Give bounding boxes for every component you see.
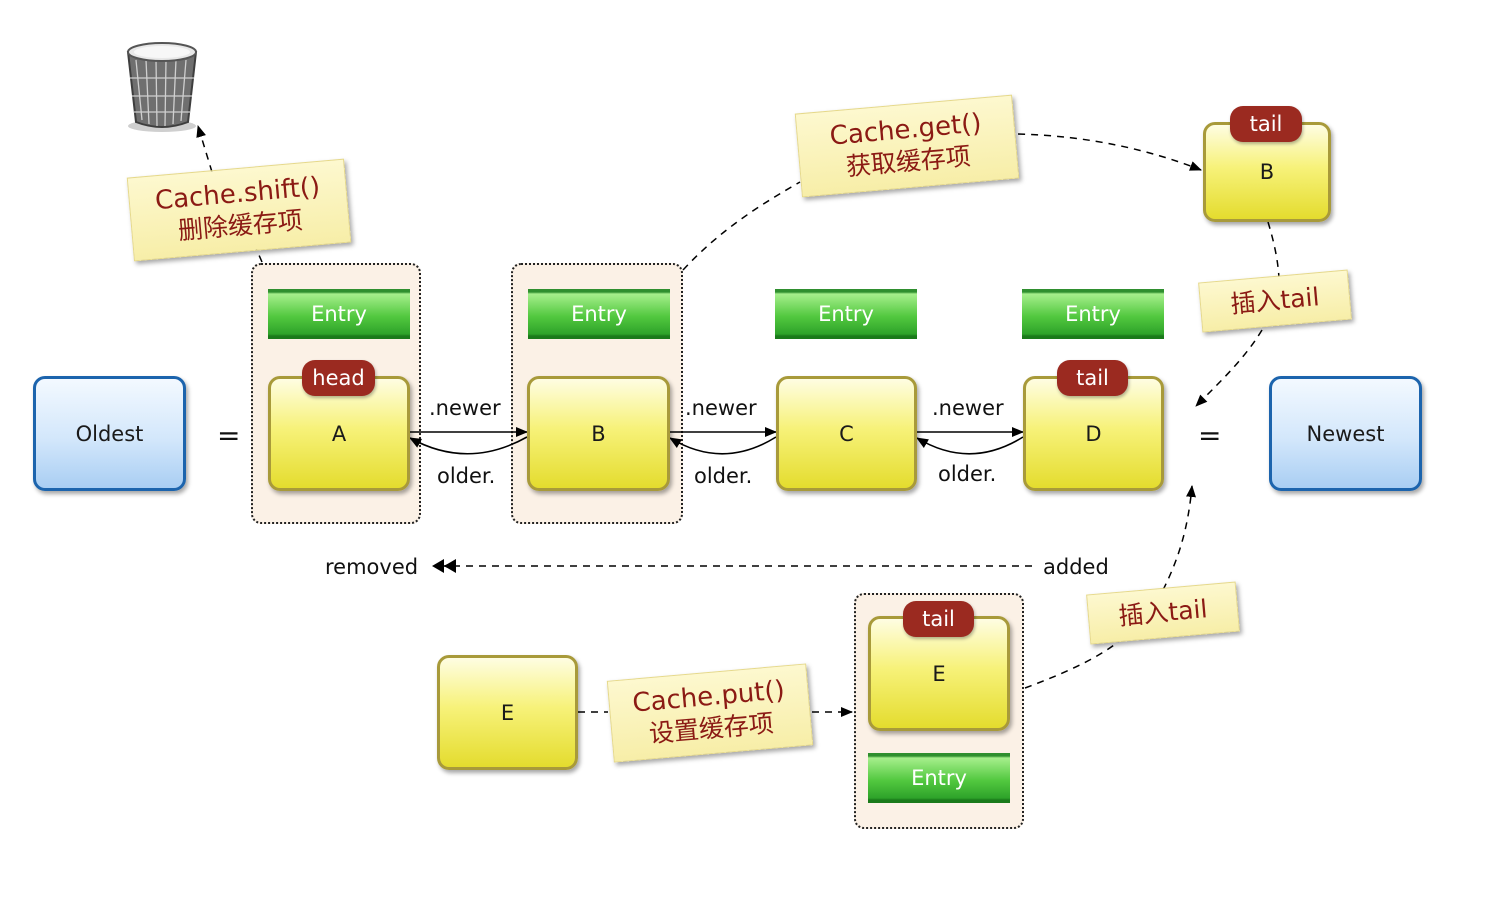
tail-b-down-arrow: [1196, 221, 1280, 406]
newest-box: Newest: [1269, 376, 1422, 491]
head-badge: head: [302, 360, 375, 396]
node-c: C: [776, 376, 917, 491]
link-b-c: [669, 427, 777, 455]
equals-left: =: [217, 419, 241, 452]
node-a-label: A: [331, 421, 347, 446]
older-label-bc: older.: [694, 464, 753, 488]
trash-can-icon: [126, 42, 198, 132]
node-c-label: C: [839, 421, 854, 446]
oldest-label: Oldest: [75, 421, 144, 446]
tail-badge-b: tail: [1230, 106, 1302, 142]
older-label-cd: older.: [938, 462, 997, 486]
newer-label-bc: .newer: [685, 396, 757, 420]
older-label-ab: older.: [437, 464, 496, 488]
inserted-up-arrow: [1024, 486, 1192, 689]
node-b-label: B: [591, 421, 606, 446]
get-arc-arrow: [682, 133, 1201, 271]
removed-label: removed: [325, 555, 419, 579]
entry-bar-c: Entry: [775, 289, 917, 339]
shift-to-trash-arrow: [198, 126, 263, 263]
note-insert-tail-top-text: 插入tail: [1229, 281, 1321, 319]
newer-label-cd: .newer: [932, 396, 1004, 420]
link-a-b: [409, 427, 528, 455]
node-d-label: D: [1085, 421, 1102, 446]
oldest-box: Oldest: [33, 376, 186, 491]
entry-bar-b: Entry: [528, 289, 670, 339]
tail-badge-e: tail: [903, 601, 974, 637]
node-b-tail-label: B: [1259, 160, 1275, 184]
node-e-new: E: [437, 655, 578, 770]
note-insert-tail-bottom-text: 插入tail: [1117, 593, 1209, 631]
equals-right: =: [1198, 419, 1222, 452]
node-e-new-label: E: [500, 700, 515, 725]
removed-double-arrowhead: [432, 559, 456, 573]
note-cache-put: Cache.put() 设置缓存项: [606, 663, 814, 763]
entry-bar-e: Entry: [868, 753, 1010, 803]
newer-label-ab: .newer: [429, 396, 501, 420]
node-e-inserted-label: E: [932, 661, 946, 686]
added-label: added: [1043, 555, 1109, 579]
entry-bar-a: Entry: [268, 289, 410, 339]
entry-bar-d: Entry: [1022, 289, 1164, 339]
link-c-d: [916, 427, 1024, 455]
tail-badge-d: tail: [1057, 360, 1128, 396]
newest-label: Newest: [1306, 421, 1385, 446]
node-b: B: [527, 376, 670, 491]
